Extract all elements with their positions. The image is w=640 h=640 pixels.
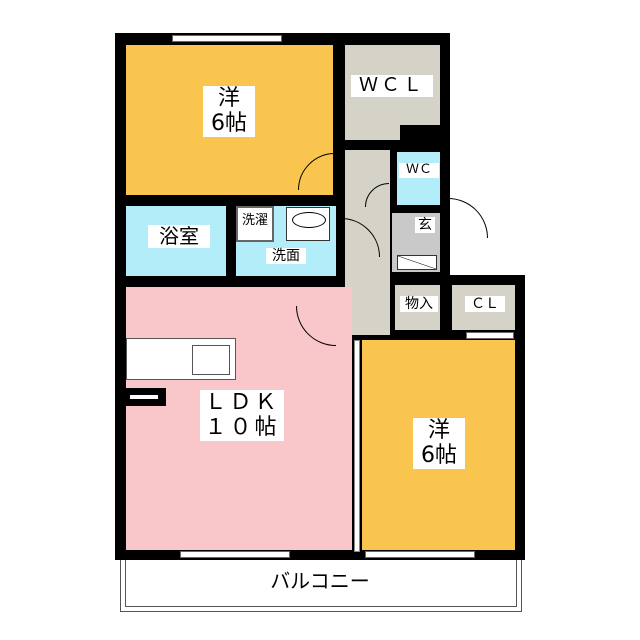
fridge bbox=[126, 388, 166, 406]
balcony bbox=[120, 560, 522, 612]
closet-label: ＣＬ bbox=[465, 296, 505, 313]
storage-label: 物入 bbox=[400, 296, 438, 313]
shoe-box bbox=[397, 255, 437, 270]
entrance-label: 玄 bbox=[415, 217, 435, 234]
window[interactable] bbox=[365, 551, 475, 558]
laundry-label: 洗濯 bbox=[238, 213, 272, 229]
wcl-label: ＷＣＬ bbox=[351, 74, 433, 97]
wall bbox=[400, 125, 440, 145]
window[interactable] bbox=[172, 35, 282, 42]
window[interactable] bbox=[180, 551, 290, 558]
wc-label: ＷＣ bbox=[399, 162, 439, 178]
sink bbox=[286, 207, 330, 241]
bath-label: 浴室 bbox=[148, 225, 210, 248]
partition bbox=[354, 340, 360, 552]
washroom-label: 洗面 bbox=[266, 248, 306, 265]
balcony-label: バルコニー bbox=[270, 569, 370, 593]
wc-room bbox=[397, 152, 440, 205]
kitchen-counter bbox=[126, 338, 236, 380]
window[interactable] bbox=[466, 332, 514, 339]
